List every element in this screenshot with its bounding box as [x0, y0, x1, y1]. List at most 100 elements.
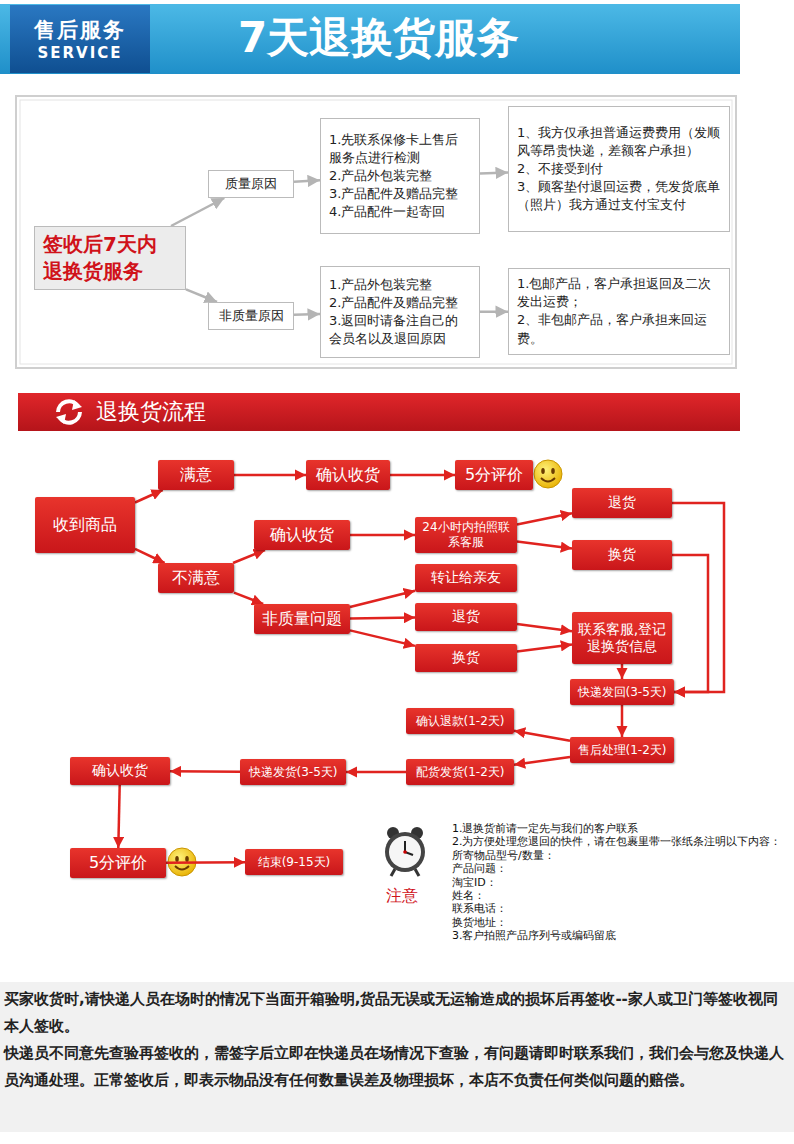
node-text: 2、不接受到付: [517, 160, 721, 178]
notice-label: 注意: [386, 886, 418, 907]
node-text: 1、我方仅承担普通运费费用（发顺风等昂贵快递，差额客户承担）: [517, 124, 721, 160]
node-text: 24小时内拍照联系客服: [419, 520, 513, 550]
clock-icon: [385, 827, 425, 876]
notice-paragraph: 买家收货时,请快递人员在场时的情况下当面开箱验明,货品无误或无运输造成的损坏后再…: [4, 986, 790, 1040]
node-text: 1.产品外包装完整: [329, 276, 471, 294]
service-badge: 售后服务SERVICE: [10, 5, 150, 73]
node-text: 快递发回(3-5天): [574, 685, 670, 700]
flow-arrow: [350, 616, 415, 619]
flow-arrow: [517, 542, 572, 549]
condition-box: 1.产品外包装完整2.产品配件及赠品完整3.返回时请备注自己的会员名以及退回原因: [320, 266, 480, 358]
node-text: 非质量原因: [213, 307, 289, 325]
note-line: 1.退换货前请一定先与我们的客户联系: [452, 822, 782, 835]
node-text: 换货: [419, 649, 513, 667]
process-box: 确认收货: [254, 520, 350, 550]
policy-box: 签收后7天内 退换货服务: [34, 226, 186, 290]
note-line: 2.为方便处理您退回的快件，请在包裹里带一张纸条注明以下内容：: [452, 835, 782, 848]
node-text: 退换货流程: [96, 397, 740, 427]
note-line: 换货地址：: [452, 916, 782, 929]
node-text: 1.先联系保修卡上售后服务点进行检测: [329, 131, 471, 167]
flow-arrow: [170, 770, 240, 773]
note-line: 姓名：: [452, 889, 782, 902]
process-box: 快递发回(3-5天): [570, 679, 674, 705]
node-text: 确认收货: [310, 465, 386, 485]
flow-arrow: [480, 310, 508, 313]
process-box: 非质量问题: [254, 604, 350, 634]
node-text: 5分评价: [74, 853, 162, 873]
flow-arrow: [672, 503, 724, 692]
node-text: 配货发货(1-2天): [410, 765, 510, 780]
node-text: 2、非包邮产品，客户承担来回运费。: [517, 311, 721, 347]
note-line: 淘宝ID：: [452, 876, 782, 889]
node-text: 2.产品外包装完整: [329, 167, 471, 185]
process-box: 退货: [572, 488, 672, 518]
node-text: 售后服务: [34, 16, 126, 44]
page-title: 7天退换货服务: [238, 10, 519, 66]
process-box: 换货: [572, 540, 672, 570]
node-text: 1.包邮产品，客户承担返回及二次发出运费；: [517, 275, 721, 311]
node-text: 联系客服,登记退换货信息: [576, 621, 668, 656]
flow-arrow: [517, 513, 572, 524]
condition-box: 1.先联系保修卡上售后服务点进行检测2.产品外包装完整3.产品配件及赠品完整4.…: [320, 118, 480, 234]
flow-arrow: [514, 731, 570, 741]
process-box: 不满意: [158, 563, 234, 593]
node-text: 3.返回时请备注自己的会员名以及退回原因: [329, 312, 471, 348]
flow-arrow: [234, 593, 263, 604]
process-box: 换货: [415, 644, 517, 672]
node-text: 退货: [576, 494, 668, 512]
smiley-icon: [534, 460, 562, 488]
process-box: 5分评价: [70, 848, 166, 878]
flow-arrow: [672, 555, 708, 692]
section-band: 退换货流程: [18, 393, 740, 431]
note-line: 所寄物品型号/数量：: [452, 849, 782, 862]
flow-arrow: [350, 630, 415, 646]
cost-box: 1.包邮产品，客户承担返回及二次发出运费；2、非包邮产品，客户承担来回运费。: [508, 268, 730, 355]
flow-arrow: [135, 490, 163, 503]
section-frame-inner: [20, 100, 732, 364]
notice-paragraph: 快递员不同意先查验再签收的，需签字后立即在快递员在场情况下查验，有问题请即时联系…: [4, 1040, 790, 1094]
process-box: 配货发货(1-2天): [406, 759, 514, 785]
node-text: 快递发货(3-5天): [244, 765, 342, 780]
flow-arrow: [233, 550, 265, 563]
node-text: 确认收货: [258, 525, 346, 545]
flow-arrow: [171, 198, 224, 226]
note-line: 产品问题：: [452, 862, 782, 875]
flow-arrow: [517, 624, 572, 631]
node-text: 换货: [576, 546, 668, 564]
node-text: 退货: [419, 608, 513, 626]
process-box: 转让给亲友: [415, 564, 517, 592]
node-text: 结束(9-15天): [249, 855, 339, 870]
header-bar: [0, 4, 740, 74]
process-box: 售后处理(1-2天): [570, 737, 674, 763]
flow-arrow: [166, 861, 245, 864]
node-text: 不满意: [162, 568, 230, 588]
process-box: 确认收货: [306, 460, 390, 490]
note-line: 联系电话：: [452, 902, 782, 915]
cost-box: 1、我方仅承担普通运费费用（发顺风等昂贵快递，差额客户承担）2、不接受到付3、顾…: [508, 106, 730, 232]
flow-arrow: [118, 785, 119, 848]
flow-arrow: [294, 180, 320, 181]
flow-arrow: [186, 289, 217, 302]
process-box: 确认退款(1-2天): [406, 708, 514, 734]
flow-arrow: [234, 474, 306, 477]
process-box: 退货: [415, 603, 517, 631]
node-text: 确认收货: [74, 762, 166, 780]
flow-arrow: [480, 171, 508, 174]
flow-arrow: [621, 705, 624, 737]
node-text: 2.产品配件及赠品完整: [329, 294, 471, 312]
node-text: 3、顾客垫付退回运费，凭发货底单（照片）我方通过支付宝支付: [517, 178, 721, 214]
flow-arrow: [346, 771, 406, 774]
note-line: 3.客户拍照产品序列号或编码留底: [452, 929, 782, 942]
node-text: 非质量问题: [258, 609, 346, 629]
node-text: 满意: [162, 465, 230, 485]
node-text: SERVICE: [37, 44, 122, 62]
flow-arrow: [517, 644, 572, 651]
flow-arrow: [621, 664, 624, 679]
process-box: 结束(9-15天): [245, 849, 343, 875]
node-text: 5分评价: [459, 465, 529, 485]
node-text: 售后处理(1-2天): [574, 743, 670, 758]
process-box: 确认收货: [70, 757, 170, 785]
node-text: 4.产品配件一起寄回: [329, 203, 471, 221]
section-frame: [16, 96, 736, 368]
flow-arrow: [390, 474, 455, 477]
